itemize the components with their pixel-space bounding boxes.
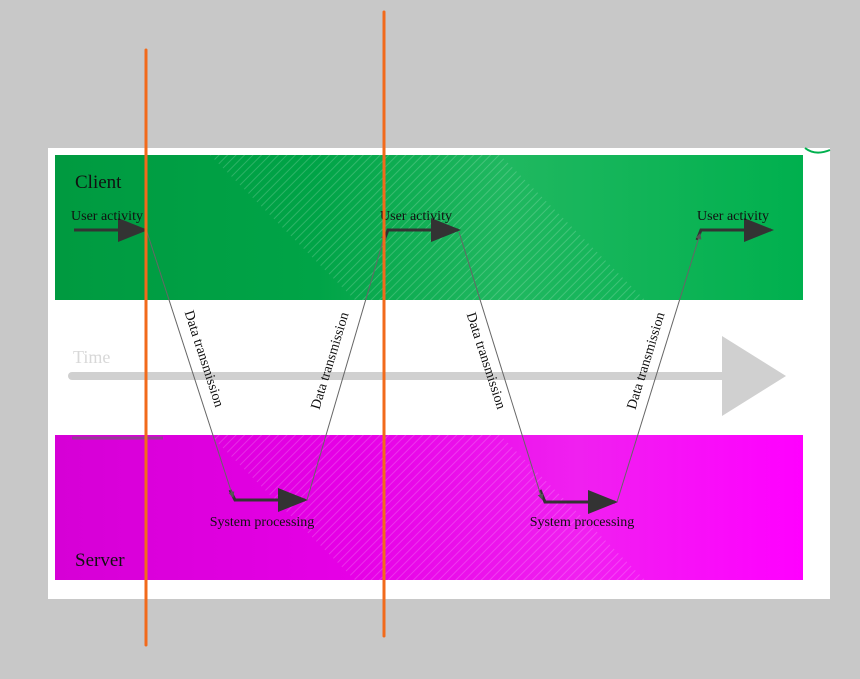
time-label: Time <box>73 347 110 367</box>
user-activity-label-1: User activity <box>71 209 143 224</box>
client-lane-hatch <box>210 155 645 300</box>
user-activity-label-2: User activity <box>380 209 452 224</box>
server-lane-hatch <box>210 435 645 580</box>
system-processing-label-1: System processing <box>210 515 315 530</box>
user-activity-label-3: User activity <box>697 209 769 224</box>
data-transmission-line-2 <box>306 233 387 501</box>
corner-decoration <box>804 147 831 154</box>
system-processing-label-2: System processing <box>530 515 635 530</box>
data-transmission-line-1 <box>146 231 235 498</box>
data-transmission-line-4 <box>616 233 702 503</box>
client-lane-label: Client <box>75 172 122 193</box>
server-lane-label: Server <box>75 550 125 571</box>
data-transmission-line-3 <box>458 231 544 500</box>
